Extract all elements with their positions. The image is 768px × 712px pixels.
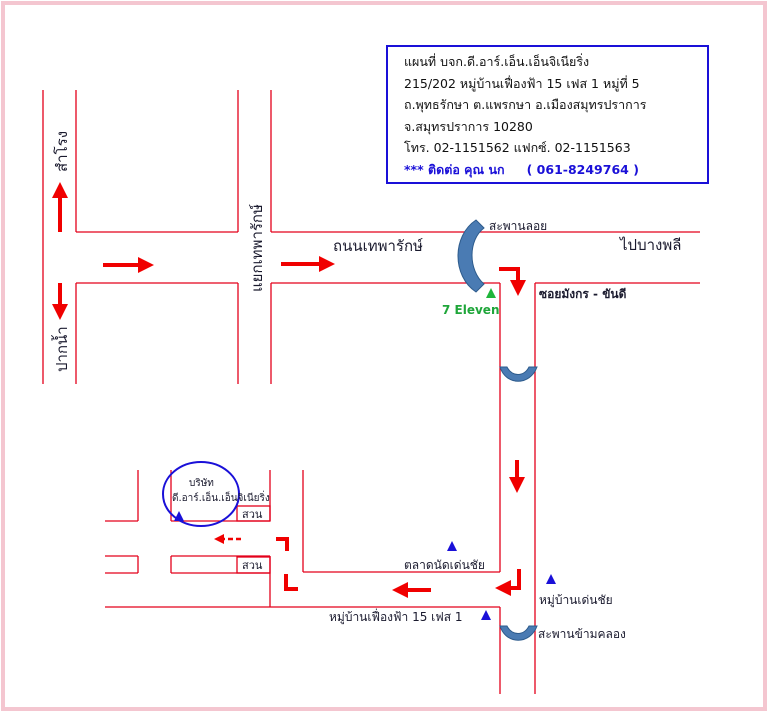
soi-bridge-icon	[499, 366, 538, 382]
market-marker-icon	[447, 541, 457, 551]
label-bangphli: ไปบางพลี	[619, 236, 681, 254]
info-address-line: จ.สมุทรปราการ 10280	[404, 118, 533, 134]
label-floating-bridge: สะพานลอย	[489, 219, 547, 233]
arrow-turn-icon	[499, 267, 526, 296]
arrow-turn-icon	[495, 569, 521, 596]
contact-phone: ( 061-8249764 )	[526, 161, 639, 177]
label-market: ตลาดนัดเด่นชัย	[404, 558, 485, 572]
road-network	[42, 90, 700, 694]
info-title: แผนที่ บจก.ดี.อาร์.เอ็น.เอ็นจิเนียริ่ง	[404, 54, 590, 69]
info-address-line: ถ.พุทธรักษา ต.แพรกษา อ.เมืองสมุทรปราการ	[404, 97, 647, 112]
label-company-line2: ดี.อาร์.เอ็น.เอ็นจิเนียริ่ง	[172, 490, 270, 504]
label-garden-2: สวน	[242, 559, 263, 572]
label-theparak-junction: แยกเทพารักษ์	[248, 204, 266, 292]
label-company-line1: บริษัท	[189, 478, 214, 489]
company-location-circle	[162, 461, 240, 527]
contact-prefix: *** ติดต่อ คุณ นก	[404, 161, 505, 177]
direction-arrows	[52, 182, 526, 598]
label-garden-1: สวน	[242, 508, 263, 521]
label-seven-eleven: 7 Eleven	[442, 303, 499, 317]
floating-bridge-icon	[457, 219, 485, 293]
village-denchai-marker-icon	[546, 574, 556, 584]
village-fuangfa-marker-icon	[481, 610, 491, 620]
label-soi-mangkorn: ซอยมังกร - ขันดี	[539, 287, 627, 301]
label-samrong: สำโรง	[53, 131, 71, 172]
info-contact: *** ติดต่อ คุณ นก ( 061-8249764 )	[404, 159, 707, 181]
arrow-path-icon	[276, 537, 289, 551]
label-canal-bridge: สะพานข้ามคลอง	[538, 627, 626, 641]
canal-bridge-icon	[499, 625, 538, 641]
company-info-box: แผนที่ บจก.ดี.อาร์.เอ็น.เอ็นจิเนียริ่ง 2…	[386, 45, 709, 184]
info-phone-fax: โทร. 02-1151562 แฟกซ์. 02-1151563	[404, 140, 631, 155]
label-theparak-road: ถนนเทพารักษ์	[333, 237, 423, 255]
seven-eleven-marker-icon	[486, 288, 496, 298]
label-village-denchai: หมู่บ้านเด่นชัย	[539, 593, 613, 608]
label-paknam: ปากน้ำ	[51, 326, 71, 372]
info-address-line: 215/202 หมู่บ้านเฟื่องฟ้า 15 เฟส 1 หมู่ท…	[404, 75, 640, 91]
label-village-fuangfa: หมู่บ้านเฟื่องฟ้า 15 เฟส 1	[329, 608, 463, 625]
arrow-path-icon	[284, 574, 298, 591]
